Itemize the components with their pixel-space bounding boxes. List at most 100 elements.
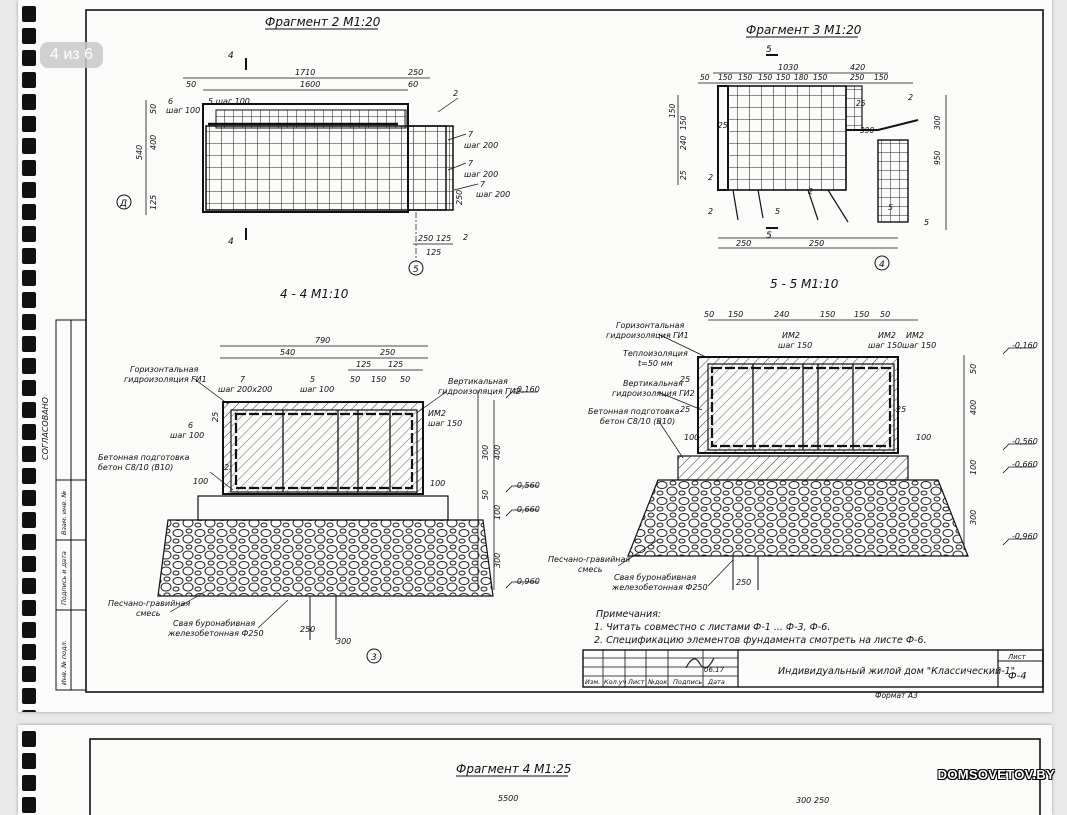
s44-dim-14: 25 (211, 412, 220, 422)
f3-dim-15: 25 (718, 121, 728, 130)
s44-label-6: Бетонная подготовка (98, 453, 190, 462)
tb-col-2: Лист (627, 678, 645, 686)
fragment-3: Фрагмент 3 М1:20 5 5 1030 420 50 150 150… (668, 23, 947, 271)
s55-label-11: шаг 150 (868, 341, 902, 350)
title-block: 06.17 Изм. Кол.уч Лист №док. Подпись Дат… (582, 649, 1044, 700)
f3-callout-5: 5 (888, 203, 893, 212)
binding-ring (22, 292, 36, 308)
s55-label-12: ИМ2 (906, 331, 924, 340)
s44-dim-12: 6 (188, 421, 193, 430)
document-page-4: СОГЛАСОВАНО Взам. инв. № Подпись и дата … (18, 0, 1052, 712)
s55-label-16: Свая буронабивная (614, 573, 696, 582)
tb-col-3: №док. (647, 678, 669, 686)
f2-dim-13: 125 (436, 234, 451, 243)
s44-axis-3: 3 (371, 653, 377, 663)
s44-dim-13: шаг 100 (170, 431, 204, 440)
f2-callout-1: 7 (468, 130, 474, 139)
spiral-binding (18, 725, 42, 815)
s44-label-3: гидроизоляция ГИ2 (438, 387, 521, 396)
s55-label-17: железобетонная Ф250 (611, 583, 708, 592)
s44-dim-1: 540 (280, 348, 295, 357)
binding-ring (22, 797, 36, 813)
f3-callout-3: 5 (775, 207, 780, 216)
f3-dim-10: 150 (874, 73, 889, 82)
f3-dim-18: 300 (933, 115, 942, 130)
f2-callout-2: шаг 200 (464, 141, 498, 150)
site-watermark: DOMSOVETOV.BY (937, 767, 1055, 782)
document-page-5: Фрагмент 4 М1:25 5500 300 250 (18, 725, 1052, 815)
s44-label-5: шаг 150 (428, 419, 462, 428)
fragment-2-cut-top: 4 (228, 51, 234, 61)
binding-ring (22, 336, 36, 352)
binding-ring (22, 600, 36, 616)
s44-dim-20: 50 (481, 490, 490, 500)
f2-dim-4: 50 (186, 80, 196, 89)
s55-dim-0: 50 (704, 310, 714, 319)
s55-dim-6: 25 (680, 375, 690, 384)
s55-label-13: шаг 150 (902, 341, 936, 350)
s55-dim-1: 150 (728, 310, 743, 319)
note-1: 1. Читать совместно с листами Ф-1 ... Ф-… (594, 622, 830, 633)
f3-callout-0: 2 (708, 207, 713, 216)
next-page-preview: Фрагмент 4 М1:25 5500 300 250 (89, 738, 1041, 815)
f3-dim-9: 250 (850, 73, 865, 82)
binding-ring (22, 28, 36, 44)
f3-dim-5: 150 (758, 73, 773, 82)
f3-dim-2: 50 (700, 73, 710, 82)
s55-label-3: t=50 мм (638, 359, 673, 368)
binding-ring (22, 731, 36, 747)
project-name: Индивидуальный жилой дом "Классический-1… (778, 666, 1015, 677)
notes: Примечания: 1. Читать совместно с листам… (594, 609, 927, 646)
next-page-dim-2: 250 (814, 796, 829, 805)
s55-dim-13: 100 (969, 460, 978, 475)
fragment-3-cut-top: 5 (766, 45, 772, 55)
f2-dim-8: 540 (135, 145, 144, 160)
title-block-date: 06.17 (704, 666, 725, 674)
s55-dim-12: 100 (916, 433, 931, 442)
f2-dim-6: 6 (168, 97, 173, 106)
f3-dim-11: 150 (668, 103, 677, 118)
f3-axis-4: 4 (879, 260, 885, 270)
f2-dim-7: шаг 100 (166, 106, 200, 115)
s44-label-7: бетон С8/10 (В10) (98, 463, 173, 472)
s44-dim-8: 7 (240, 375, 246, 384)
s55-level-1: -0,560 (1012, 437, 1038, 446)
binding-ring (22, 204, 36, 220)
s55-level-3: -0,960 (1012, 532, 1038, 541)
s44-label-11: железобетонная Ф250 (167, 629, 264, 638)
f2-axis-d: Д (119, 199, 127, 209)
f3-dim-6: 150 (776, 73, 791, 82)
s44-dim-4: 125 (388, 360, 403, 369)
fragment-4-title: Фрагмент 4 М1:25 (456, 762, 571, 776)
f3-dim-12: 240 (679, 135, 688, 150)
s44-dim-0: 790 (315, 336, 330, 345)
f2-callout-5: 7 (480, 180, 486, 189)
f2-dim-10: 50 (149, 104, 158, 114)
f2-callout-6: шаг 200 (476, 190, 510, 199)
binding-ring (22, 622, 36, 638)
f2-callout-3: 7 (468, 159, 474, 168)
agreed-stamp-label: СОГЛАСОВАНО (41, 397, 50, 460)
binding-ring (22, 402, 36, 418)
f3-callout-4: 2 (808, 187, 813, 196)
stamp-row-2: Инв. № подл. (60, 640, 68, 685)
f2-dim-5: 5 шаг 100 (208, 97, 250, 106)
binding-ring (22, 556, 36, 572)
fragment-2-cut-bottom: 4 (228, 237, 234, 247)
f2-dim-15: 250 (455, 190, 464, 205)
tb-col-5: Дата (707, 678, 725, 686)
s44-level-1: -0,560 (514, 481, 540, 490)
stamp-row-0: Взам. инв. № (60, 491, 68, 535)
fragment-2: Фрагмент 2 М1:20 4 4 1710 250 1600 60 50… (116, 15, 510, 276)
s55-label-6: Бетонная подготовка (588, 407, 680, 416)
binding-ring (22, 138, 36, 154)
binding-ring (22, 358, 36, 374)
f2-callout-0: 2 (453, 89, 458, 98)
f3-callout-6: 5 (924, 218, 929, 227)
s55-dim-2: 240 (774, 310, 789, 319)
s44-dim-24: 300 (336, 637, 351, 646)
s55-label-8: ИМ2 (782, 331, 800, 340)
binding-ring (22, 446, 36, 462)
s44-label-1: гидроизоляция ГИ1 (124, 375, 207, 384)
note-2: 2. Спецификацию элементов фундамента смо… (594, 635, 927, 646)
